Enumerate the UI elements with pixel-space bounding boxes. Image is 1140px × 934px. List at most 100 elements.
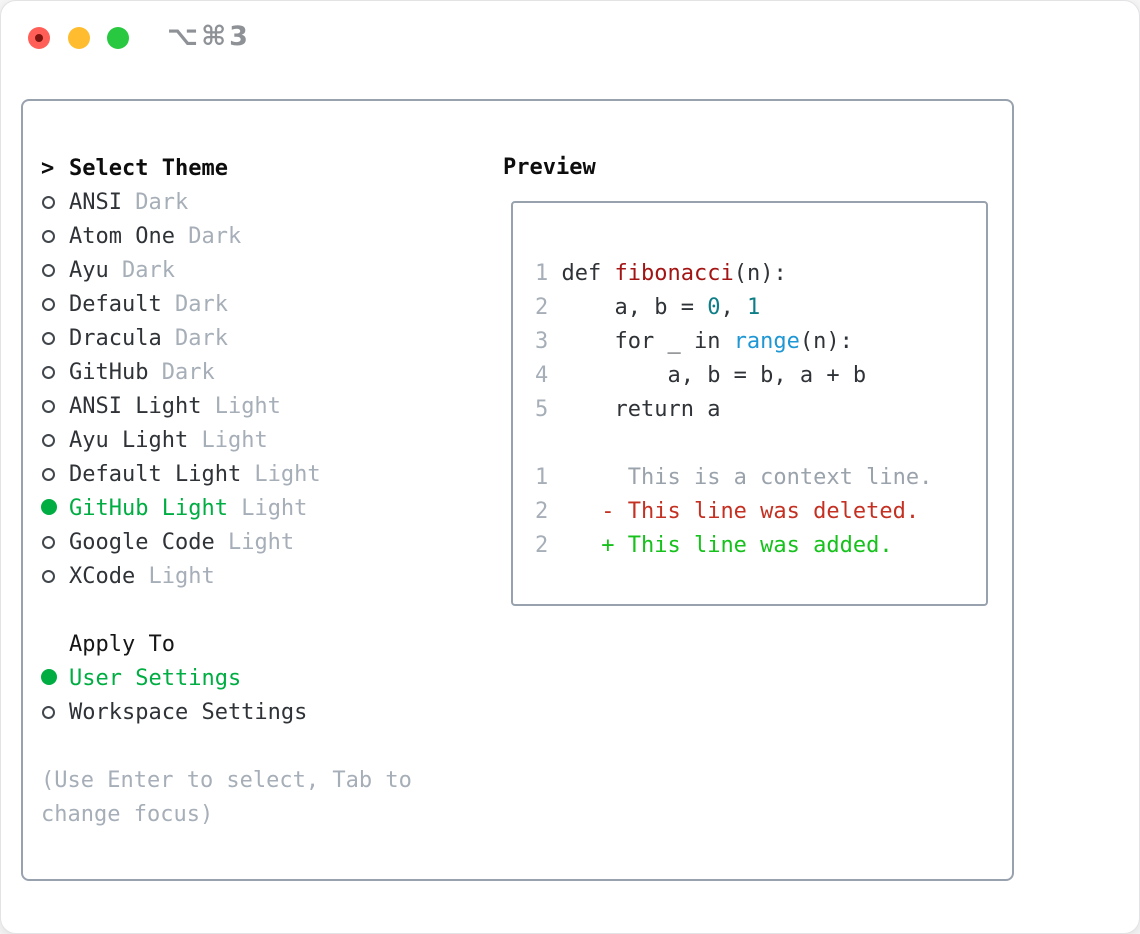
code-line: 5 return a bbox=[535, 392, 720, 426]
theme-option-atom-one[interactable]: Atom One Dark bbox=[41, 219, 241, 253]
keyboard-hint-line: (Use Enter to select, Tab to bbox=[41, 767, 412, 793]
theme-option-github-light[interactable]: GitHub Light Light bbox=[41, 491, 307, 525]
theme-option-ansi-light[interactable]: ANSI Light Light bbox=[41, 389, 281, 423]
theme-option-label: Default Light bbox=[69, 461, 242, 487]
theme-option-xcode[interactable]: XCode Light bbox=[41, 559, 215, 593]
theme-option-default[interactable]: Default Dark bbox=[41, 287, 228, 321]
code-token: range bbox=[733, 328, 800, 354]
code-token: (n): bbox=[733, 260, 787, 286]
diff-text: + This line was added. bbox=[561, 532, 893, 558]
unsaved-changes-dot bbox=[35, 34, 43, 42]
window-title: ⌥⌘3 bbox=[167, 21, 251, 52]
keyboard-hint-line: change focus) bbox=[41, 801, 214, 827]
code-line: 1 def fibonacci(n): bbox=[535, 256, 787, 290]
close-button[interactable] bbox=[28, 27, 50, 49]
theme-option-label: GitHub Light bbox=[69, 495, 228, 521]
line-number: 3 bbox=[535, 328, 562, 354]
apply-option-user-settings[interactable]: User Settings bbox=[41, 661, 241, 695]
line-number: 2 bbox=[535, 294, 562, 320]
radio-icon bbox=[42, 229, 55, 243]
theme-option-github[interactable]: GitHub Dark bbox=[41, 355, 215, 389]
apply-option-label: User Settings bbox=[69, 665, 242, 691]
theme-option-label: Dracula bbox=[69, 325, 162, 351]
radio-icon bbox=[42, 569, 55, 583]
code-token: 1 bbox=[746, 294, 761, 320]
theme-option-default-light[interactable]: Default Light Light bbox=[41, 457, 321, 491]
apply-option-workspace-settings[interactable]: Workspace Settings bbox=[41, 695, 307, 729]
code-line: 2 a, b = 0, 1 bbox=[535, 290, 760, 324]
diff-line-added: 2 + This line was added. bbox=[535, 528, 893, 562]
line-number: 5 bbox=[535, 396, 562, 422]
minimize-button[interactable] bbox=[68, 27, 90, 49]
line-number: 1 bbox=[535, 464, 562, 490]
diff-line-context: 1 This is a context line. bbox=[535, 460, 932, 494]
theme-option-label: GitHub bbox=[69, 359, 149, 385]
code-token: 0 bbox=[707, 294, 721, 320]
radio-selected-icon bbox=[41, 668, 57, 685]
theme-variant-tag: Light bbox=[201, 393, 281, 419]
select-theme-title: Select Theme bbox=[69, 155, 228, 181]
code-line: 3 for _ in range(n): bbox=[535, 324, 853, 358]
cursor-marker: > bbox=[41, 155, 55, 181]
titlebar: ⌥⌘3 bbox=[1, 1, 1139, 75]
code-token: for _ in bbox=[561, 328, 734, 354]
radio-icon bbox=[42, 467, 55, 481]
line-number: 2 bbox=[535, 498, 562, 524]
theme-option-ayu[interactable]: Ayu Dark bbox=[41, 253, 175, 287]
radio-icon bbox=[42, 705, 55, 719]
code-token: , bbox=[720, 294, 747, 320]
theme-variant-tag: Dark bbox=[161, 291, 228, 317]
select-theme-header: > Select Theme bbox=[41, 151, 228, 185]
code-line: 4 a, b = b, a + b bbox=[535, 358, 866, 392]
code-token: a, b = b, a + b bbox=[561, 362, 867, 388]
theme-option-label: Google Code bbox=[69, 529, 215, 555]
apply-to-header: Apply To bbox=[41, 627, 175, 661]
radio-icon bbox=[42, 433, 55, 447]
line-number: 4 bbox=[535, 362, 562, 388]
apply-to-title: Apply To bbox=[69, 631, 175, 657]
radio-icon bbox=[42, 263, 55, 277]
theme-variant-tag: Dark bbox=[174, 223, 242, 249]
diff-text: - This line was deleted. bbox=[561, 498, 920, 524]
theme-option-label: Default bbox=[69, 291, 162, 317]
diff-line-deleted: 2 - This line was deleted. bbox=[535, 494, 919, 528]
radio-icon bbox=[42, 331, 55, 345]
radio-icon bbox=[42, 399, 55, 413]
apply-option-label: Workspace Settings bbox=[69, 699, 308, 725]
code-token: a, b = bbox=[561, 294, 708, 320]
theme-option-label: Atom One bbox=[69, 223, 175, 249]
theme-option-google-code[interactable]: Google Code Light bbox=[41, 525, 294, 559]
radio-icon bbox=[42, 297, 55, 311]
theme-variant-tag: Dark bbox=[148, 359, 215, 385]
code-token: def bbox=[561, 260, 615, 286]
theme-variant-tag: Light bbox=[188, 427, 268, 453]
radio-icon bbox=[42, 535, 55, 549]
theme-option-dracula[interactable]: Dracula Dark bbox=[41, 321, 228, 355]
theme-variant-tag: Light bbox=[241, 461, 321, 487]
theme-variant-tag: Light bbox=[214, 529, 295, 555]
line-number: 2 bbox=[535, 532, 562, 558]
code-token: (n): bbox=[799, 328, 853, 354]
preview-header: Preview bbox=[503, 154, 596, 180]
theme-variant-tag: Light bbox=[135, 563, 215, 589]
theme-option-label: ANSI Light bbox=[69, 393, 202, 419]
theme-option-label: Ayu bbox=[69, 257, 109, 283]
zoom-button[interactable] bbox=[107, 27, 129, 49]
line-number: 1 bbox=[535, 260, 562, 286]
theme-option-ayu-light[interactable]: Ayu Light Light bbox=[41, 423, 268, 457]
theme-variant-tag: Dark bbox=[161, 325, 228, 351]
theme-variant-tag: Dark bbox=[121, 189, 189, 215]
diff-text: This is a context line. bbox=[561, 464, 933, 490]
radio-icon bbox=[42, 365, 55, 379]
radio-icon bbox=[42, 195, 55, 209]
radio-selected-icon bbox=[41, 498, 57, 515]
theme-option-label: ANSI bbox=[69, 189, 122, 215]
theme-variant-tag: Light bbox=[227, 495, 308, 521]
code-token: fibonacci bbox=[614, 260, 734, 286]
theme-option-label: Ayu Light bbox=[69, 427, 189, 453]
theme-option-label: XCode bbox=[69, 563, 136, 589]
theme-option-ansi[interactable]: ANSI Dark bbox=[41, 185, 188, 219]
